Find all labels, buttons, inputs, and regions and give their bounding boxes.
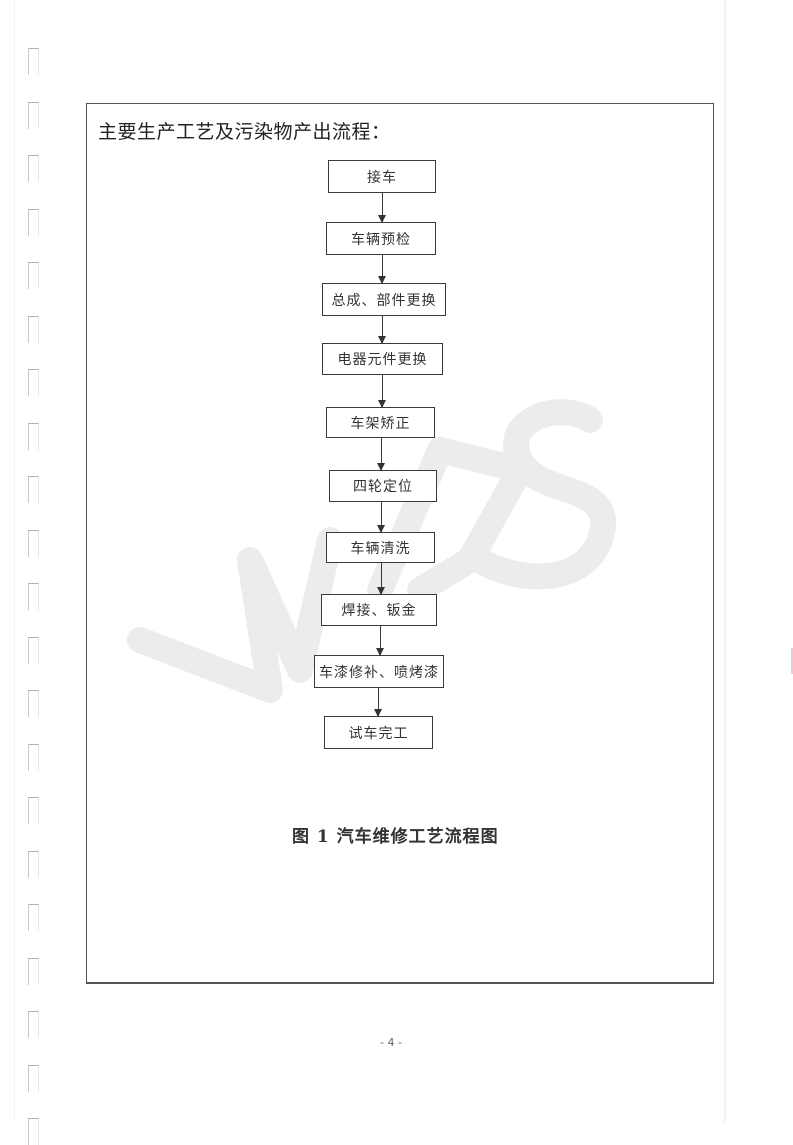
flow-step-label: 车漆修补、喷烤漆 — [319, 664, 439, 681]
binder-hole — [28, 1118, 39, 1145]
flow-step-label: 总成、部件更换 — [331, 292, 437, 309]
down-arrow-icon — [375, 502, 387, 533]
binder-hole — [28, 583, 39, 610]
flow-step: 车辆清洗 — [326, 532, 435, 563]
content-frame — [86, 103, 714, 984]
down-arrow-icon — [375, 438, 387, 471]
binder-hole — [28, 529, 39, 557]
section-heading: 主要生产工艺及污染物产出流程： — [98, 121, 391, 143]
binder-hole — [28, 476, 39, 503]
binder-hole — [28, 743, 39, 771]
flow-step-label: 试车完工 — [348, 725, 409, 742]
binder-hole — [28, 369, 39, 396]
page-number: - 4 - — [380, 1036, 402, 1049]
flow-step: 接车 — [328, 160, 436, 193]
binder-hole — [28, 262, 39, 289]
flow-step: 电器元件更换 — [322, 343, 443, 375]
flow-step: 试车完工 — [324, 716, 433, 749]
binder-hole — [28, 904, 39, 931]
flow-step: 总成、部件更换 — [322, 283, 446, 316]
flow-step: 四轮定位 — [329, 470, 437, 502]
flow-step-label: 车辆预检 — [351, 231, 411, 248]
binder-hole — [28, 1064, 39, 1092]
flow-step: 车辆预检 — [326, 222, 436, 255]
flow-step: 车架矫正 — [326, 407, 435, 438]
flow-step-label: 焊接、钣金 — [341, 603, 417, 619]
binder-hole — [28, 155, 39, 182]
binder-hole — [28, 101, 39, 129]
figure-caption: 图 1 汽车维修工艺流程图 — [292, 827, 499, 847]
scan-mark — [791, 648, 793, 674]
down-arrow-icon — [375, 563, 387, 595]
binder-hole — [28, 636, 39, 664]
flow-step-label: 接车 — [367, 169, 397, 186]
binder-hole — [28, 422, 39, 450]
down-arrow-icon — [376, 316, 388, 344]
flow-step: 车漆修补、喷烤漆 — [314, 655, 444, 688]
down-arrow-icon — [376, 375, 388, 408]
down-arrow-icon — [376, 255, 388, 284]
flow-step-label: 四轮定位 — [353, 479, 413, 495]
binder-hole — [28, 1011, 39, 1038]
binder-hole — [28, 208, 39, 236]
binder-hole — [28, 690, 39, 717]
flow-step-label: 电器元件更换 — [337, 352, 428, 368]
flow-step-label: 车辆清洗 — [350, 540, 411, 557]
binder-hole — [28, 850, 39, 878]
binder-hole — [28, 797, 39, 824]
flow-step-label: 车架矫正 — [350, 415, 411, 432]
binder-hole — [28, 315, 39, 343]
binder-hole — [28, 48, 39, 75]
scan-right-edge — [724, 0, 726, 1122]
binder-hole — [28, 957, 39, 985]
down-arrow-icon — [376, 193, 388, 223]
scan-edge-line — [14, 0, 15, 1122]
down-arrow-icon — [374, 626, 386, 656]
flow-step: 焊接、钣金 — [321, 594, 437, 626]
down-arrow-icon — [372, 688, 384, 717]
